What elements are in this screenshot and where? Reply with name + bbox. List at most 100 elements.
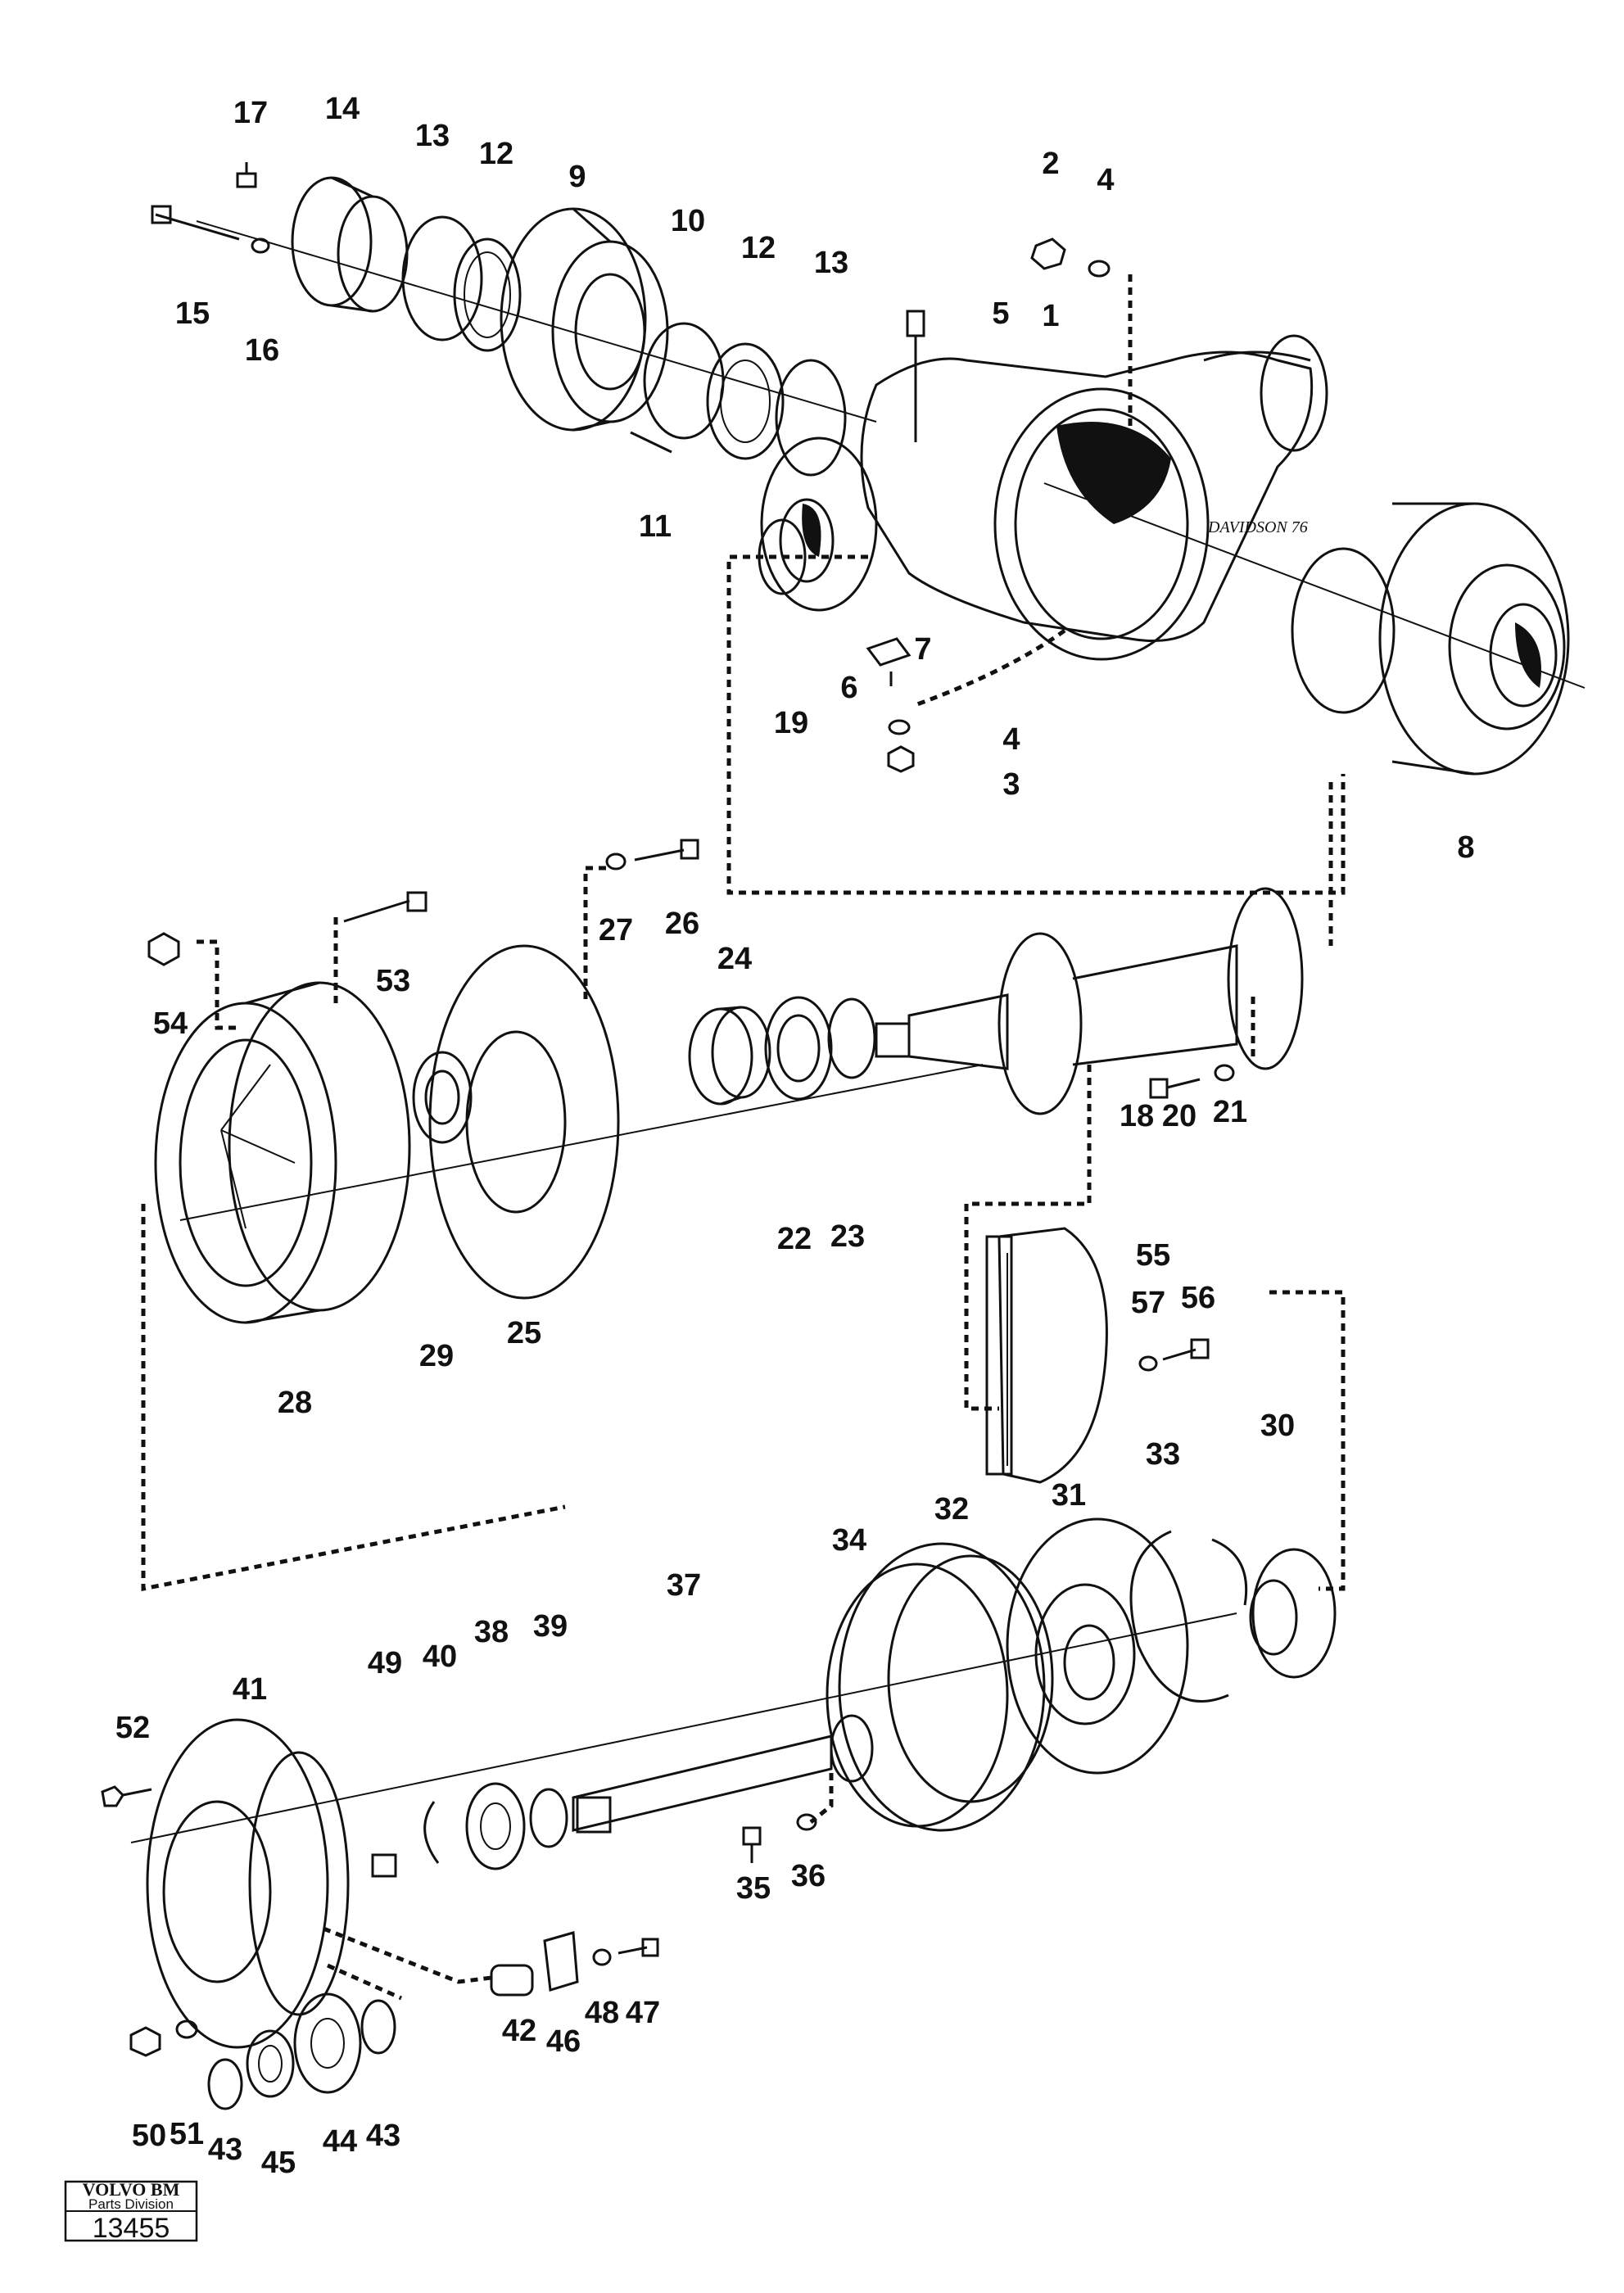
- callout-1: 1: [1042, 299, 1059, 333]
- callout-46: 46: [546, 2024, 581, 2059]
- part-12-seal-ring-2: [706, 342, 785, 460]
- axle-housing-group: DAVIDSON 76: [151, 162, 1586, 895]
- part-26-bolt: [634, 839, 699, 862]
- part-39-washer: [529, 1788, 568, 1848]
- part-15-bolt: [151, 205, 240, 241]
- part-5-breather: [906, 310, 925, 442]
- callout-43b: 43: [366, 2119, 400, 2153]
- part-3-nut: [887, 745, 915, 773]
- callout-24: 24: [717, 942, 752, 976]
- part-27-washer: [605, 853, 627, 871]
- callout-11: 11: [639, 509, 672, 544]
- part-48-washer: [592, 1948, 612, 1966]
- part-38-gear: [465, 1782, 526, 1870]
- part-14-end-cover: [291, 176, 409, 313]
- part-23-ring: [827, 997, 876, 1079]
- callout-53: 53: [376, 964, 410, 998]
- part-56-bolt: [1162, 1338, 1210, 1361]
- callout-13: 13: [415, 119, 450, 153]
- part-49-bushing: [371, 1853, 397, 1878]
- part-10-bearing: [643, 322, 725, 440]
- callout-35: 35: [736, 1871, 771, 1906]
- callout-12: 12: [479, 137, 513, 171]
- part-13-o-ring-2: [775, 359, 847, 477]
- part-29-bearing: [412, 1051, 473, 1144]
- drawing-number: 13455: [93, 2213, 170, 2244]
- callout-42: 42: [502, 2014, 536, 2048]
- callout-19: 19: [774, 706, 808, 740]
- callout-13b: 13: [814, 246, 848, 280]
- brake-and-shaft-group: [141, 782, 1333, 1592]
- part-12-seal-ring: [453, 237, 522, 352]
- part-9-hub: [500, 207, 669, 432]
- callout-5: 5: [992, 296, 1009, 331]
- part-53-bolt: [343, 891, 427, 923]
- designer-signature: DAVIDSON 76: [1207, 518, 1308, 536]
- part-28-brake-housing: [154, 981, 411, 1324]
- part-55-guard: [985, 1227, 1108, 1484]
- callout-4b: 4: [1002, 722, 1020, 757]
- part-19-ring-and-flange: [758, 436, 878, 612]
- brand-label: VOLVO BM: [83, 2179, 180, 2200]
- callout-40: 40: [423, 1639, 457, 1674]
- callout-45: 45: [261, 2146, 296, 2180]
- callout-56: 56: [1181, 1281, 1215, 1315]
- callout-29: 29: [419, 1339, 454, 1373]
- part-46-lock-plate: [543, 1931, 579, 1992]
- division-label: Parts Division: [88, 2196, 174, 2212]
- callout-14: 14: [325, 92, 360, 126]
- part-33-snap-ring: [1129, 1530, 1229, 1703]
- part-31-gear-carrier: [1006, 1517, 1189, 1775]
- callout-43: 43: [208, 2132, 242, 2167]
- callout-32: 32: [934, 1492, 969, 1526]
- callout-21: 21: [1213, 1095, 1247, 1129]
- callout-44: 44: [323, 2124, 357, 2159]
- callout-36: 36: [791, 1859, 826, 1893]
- callout-10: 10: [671, 204, 705, 238]
- callout-6: 6: [840, 671, 857, 705]
- callout-57: 57: [1131, 1286, 1165, 1320]
- callout-34: 34: [832, 1523, 866, 1558]
- callout-23: 23: [830, 1219, 865, 1254]
- callout-30: 30: [1260, 1409, 1295, 1443]
- part-18-axle-shaft: [875, 887, 1304, 1115]
- part-50-plug: [129, 2026, 161, 2057]
- planetary-group: [101, 1517, 1337, 2110]
- callout-4: 4: [1097, 163, 1114, 197]
- callout-31: 31: [1052, 1478, 1086, 1513]
- callout-52: 52: [115, 1711, 150, 1745]
- callout-33: 33: [1146, 1437, 1180, 1472]
- part-44-planet-gear: [293, 1992, 362, 2094]
- callout-12b: 12: [741, 231, 776, 265]
- part-22-bearing: [764, 996, 833, 1101]
- callout-25: 25: [507, 1316, 541, 1350]
- callout-41: 41: [233, 1672, 267, 1707]
- callout-55: 55: [1136, 1238, 1170, 1273]
- part-36-washer: [796, 1813, 817, 1831]
- callout-26: 26: [665, 907, 699, 941]
- part-40-circlip: [423, 1801, 440, 1864]
- callout-16: 16: [245, 333, 279, 368]
- callout-37: 37: [667, 1568, 701, 1603]
- callout-39: 39: [533, 1609, 568, 1644]
- part-41-planet-carrier-cover: [146, 1718, 350, 2049]
- part-57-washer: [1138, 1355, 1158, 1372]
- part-24-bearing-cup: [688, 1006, 771, 1106]
- callout-54: 54: [153, 1006, 188, 1041]
- part-34-ring: [830, 1714, 874, 1783]
- part-35-screw: [742, 1826, 762, 1863]
- callout-28: 28: [278, 1386, 312, 1420]
- part-11-pin: [630, 431, 672, 454]
- callout-17: 17: [233, 96, 268, 130]
- part-37-sun-shaft: [572, 1734, 833, 1834]
- part-54-nut: [147, 932, 180, 966]
- callout-20: 20: [1162, 1099, 1197, 1133]
- callout-2: 2: [1042, 147, 1059, 181]
- callout-48: 48: [585, 1996, 619, 2030]
- callout-15: 15: [175, 296, 210, 331]
- part-4-washer: [1088, 260, 1111, 278]
- part-52-screw: [101, 1785, 152, 1807]
- callout-49: 49: [368, 1646, 402, 1680]
- part-21-washer: [1214, 1064, 1235, 1082]
